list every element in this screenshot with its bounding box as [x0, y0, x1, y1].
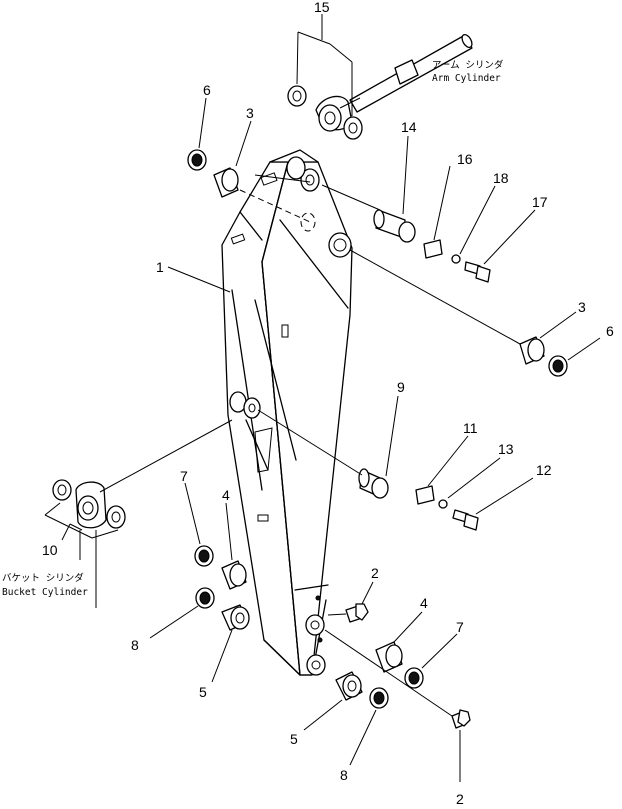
arm-cylinder — [315, 33, 473, 132]
callout-7-right: 7 — [456, 619, 464, 635]
washer-13 — [438, 499, 448, 509]
text-labels: アーム シリンダ Arm Cylinder バケット シリンダ Bucket C… — [2, 59, 504, 598]
callout-6-upper: 6 — [203, 82, 211, 98]
callout-7-left: 7 — [180, 468, 188, 484]
callout-14: 14 — [401, 119, 417, 135]
arm-cylinder-label-en: Arm Cylinder — [432, 73, 501, 84]
bucket-cylinder-label-jp: バケット シリンダ — [2, 572, 84, 584]
leader-lines — [44, 14, 601, 782]
callout-3-upper: 3 — [246, 105, 254, 121]
callout-12: 12 — [536, 462, 552, 478]
shim-15-left — [287, 85, 307, 107]
callout-1: 1 — [156, 259, 164, 275]
callout-16: 16 — [457, 151, 473, 167]
callout-10: 10 — [42, 542, 58, 558]
callout-numbers: 15 6 3 14 16 18 17 1 3 6 9 11 13 12 7 4 … — [42, 0, 614, 807]
arm-cylinder-label-jp: アーム シリンダ — [432, 59, 504, 71]
assembly-lines — [99, 174, 521, 717]
plate-11 — [415, 485, 435, 505]
parts — [52, 85, 568, 729]
callout-13: 13 — [498, 441, 514, 457]
callout-4-right: 4 — [420, 595, 428, 611]
callout-8-right: 8 — [340, 767, 348, 783]
callout-9: 9 — [397, 379, 405, 395]
plate-16 — [423, 239, 443, 259]
callout-4-left: 4 — [222, 487, 230, 503]
callout-2-upper: 2 — [371, 565, 379, 581]
washer-18 — [451, 254, 461, 264]
callout-17: 17 — [532, 194, 548, 210]
shim-10-left — [52, 479, 72, 501]
callout-18: 18 — [493, 170, 509, 186]
arm-body — [221, 149, 353, 676]
callout-15: 15 — [314, 0, 330, 15]
bucket-cylinder-label-en: Bucket Cylinder — [2, 587, 88, 598]
shim-10-right — [106, 505, 126, 529]
callout-2-lower: 2 — [456, 791, 464, 807]
callout-5-left: 5 — [199, 684, 207, 700]
shim-15-right — [343, 116, 363, 140]
callout-11: 11 — [463, 420, 478, 436]
bucket-cylinder — [75, 481, 107, 608]
callout-5-right: 5 — [290, 731, 298, 747]
callout-6-right: 6 — [606, 323, 614, 339]
callout-3-right: 3 — [578, 299, 586, 315]
callout-8-left: 8 — [131, 637, 139, 653]
